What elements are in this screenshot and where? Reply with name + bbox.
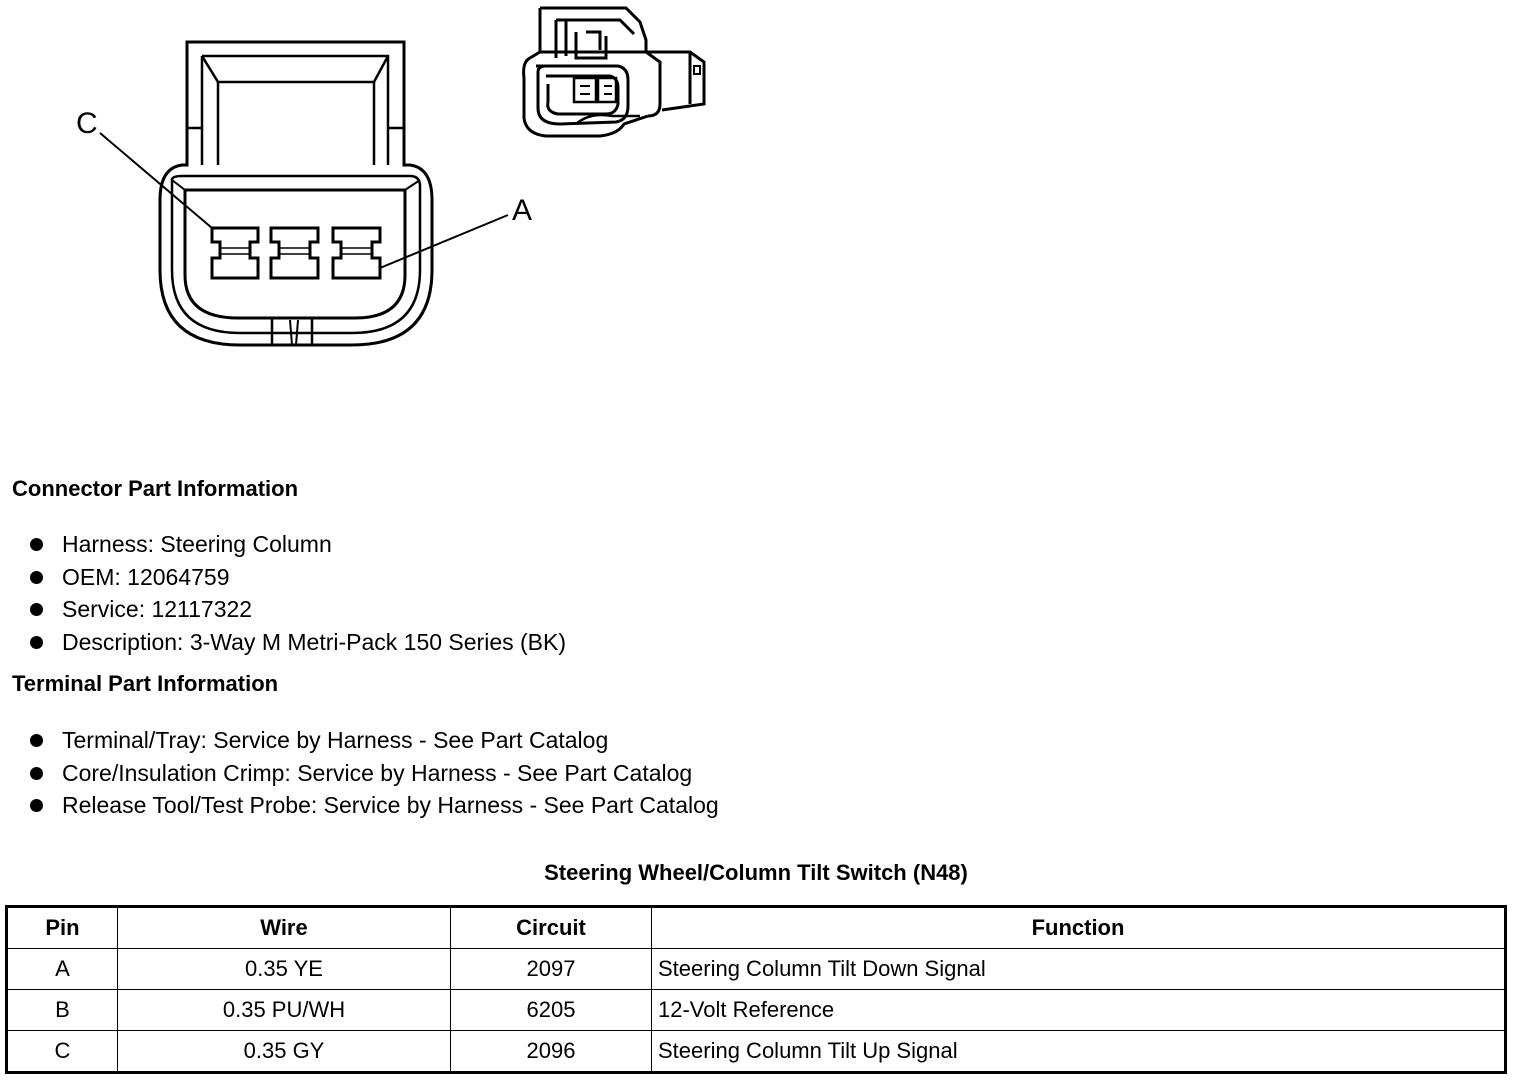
- connector-diagram: C A: [76, 6, 706, 347]
- table-row: A 0.35 YE 2097 Steering Column Tilt Down…: [6, 948, 1506, 990]
- bullet-icon: [30, 766, 43, 780]
- list-item: Core/Insulation Crimp: Service by Harnes…: [28, 757, 719, 790]
- connector-iso-drawing: [522, 6, 706, 138]
- list-item: Service: 12117322: [28, 593, 566, 626]
- header-pin: Pin: [6, 906, 118, 949]
- connector-info-title: Connector Part Information: [12, 476, 299, 501]
- cell-circuit: 6205: [450, 989, 652, 1031]
- list-item: Terminal/Tray: Service by Harness - See …: [28, 724, 719, 757]
- list-item: Release Tool/Test Probe: Service by Harn…: [28, 789, 719, 822]
- connector-info-list: Harness: Steering Column OEM: 12064759 S…: [28, 528, 566, 659]
- bullet-icon: [30, 538, 43, 551]
- bullet-icon: [30, 636, 43, 650]
- bullet-icon: [30, 799, 43, 813]
- table-row: B 0.35 PU/WH 6205 12-Volt Reference: [6, 989, 1506, 1031]
- table-row: C 0.35 GY 2096 Steering Column Tilt Up S…: [6, 1030, 1506, 1073]
- cell-wire: 0.35 YE: [117, 948, 451, 990]
- terminal-info-list: Terminal/Tray: Service by Harness - See …: [28, 724, 719, 822]
- label-pin-c: C: [76, 107, 98, 140]
- header-function: Function: [651, 906, 1506, 949]
- cell-pin: B: [6, 989, 118, 1031]
- cell-wire: 0.35 PU/WH: [117, 989, 451, 1031]
- list-item: OEM: 12064759: [28, 561, 566, 594]
- cell-pin: A: [6, 948, 118, 990]
- cell-circuit: 2097: [450, 948, 652, 990]
- table-title: Steering Wheel/Column Tilt Switch (N48): [544, 860, 968, 885]
- table-header-row: Pin Wire Circuit Function: [6, 906, 1506, 949]
- bullet-icon: [30, 603, 43, 617]
- header-wire: Wire: [117, 906, 451, 949]
- cell-function: Steering Column Tilt Up Signal: [651, 1030, 1506, 1073]
- connector-face-drawing: [99, 40, 509, 347]
- cell-function: 12-Volt Reference: [651, 989, 1506, 1031]
- label-pin-a: A: [512, 194, 532, 227]
- list-item: Harness: Steering Column: [28, 528, 566, 561]
- header-circuit: Circuit: [450, 906, 652, 949]
- list-item: Description: 3-Way M Metri-Pack 150 Seri…: [28, 626, 566, 659]
- bullet-icon: [30, 570, 43, 584]
- terminal-info-title: Terminal Part Information: [12, 671, 279, 696]
- cell-circuit: 2096: [450, 1030, 652, 1073]
- pinout-table: Pin Wire Circuit Function A 0.35 YE 2097…: [5, 905, 1507, 1074]
- cell-wire: 0.35 GY: [117, 1030, 451, 1073]
- cell-pin: C: [6, 1030, 118, 1073]
- bullet-icon: [30, 734, 43, 747]
- cell-function: Steering Column Tilt Down Signal: [651, 948, 1506, 990]
